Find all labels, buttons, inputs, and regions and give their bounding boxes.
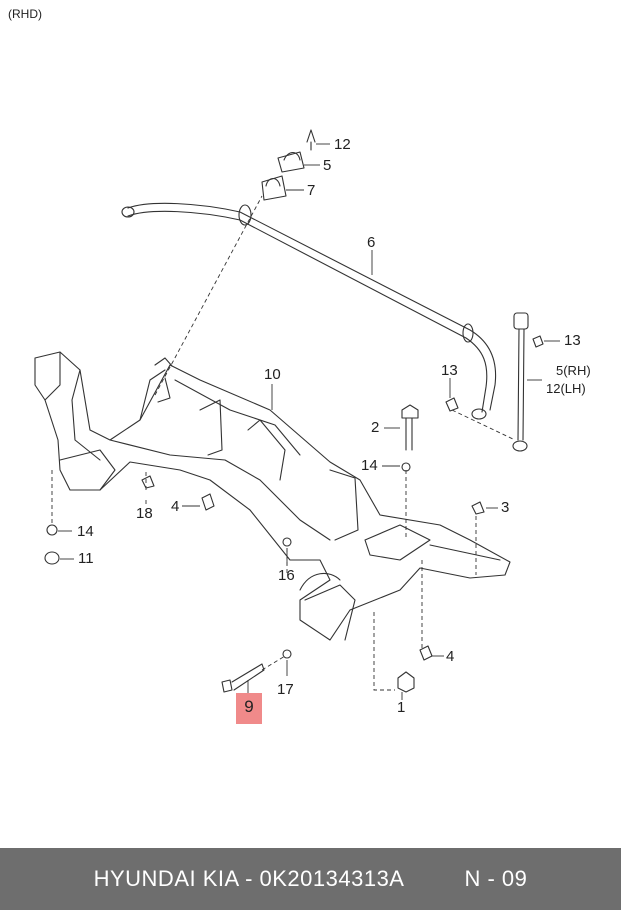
highlighted-part-marker [236, 693, 262, 724]
callout-12-top: 12 [334, 136, 351, 153]
callout-5-rh: 5(RH) [556, 363, 591, 378]
exploded-parts-diagram [34, 129, 560, 700]
callout-3: 3 [501, 499, 510, 516]
callout-2: 2 [371, 419, 380, 436]
stabilizer-link [445, 312, 544, 452]
callout-6: 6 [367, 234, 376, 251]
bushing-bracket [261, 129, 316, 201]
footer-bar: HYUNDAI KIA - 0K20134313A N - 09 [0, 848, 621, 910]
footer-page-code: N - 09 [464, 866, 528, 891]
bolt-9 [221, 663, 265, 693]
stabilizer-bar [121, 202, 497, 420]
callout-4-right: 4 [446, 648, 455, 665]
callout-13-right: 13 [564, 332, 581, 349]
callout-4-left: 4 [171, 498, 180, 515]
callout-16: 16 [278, 567, 295, 584]
callout-11: 11 [78, 550, 94, 567]
callout-1: 1 [397, 699, 406, 716]
footer-part-number: HYUNDAI KIA - 0K20134313A [93, 866, 405, 891]
fasteners [44, 462, 485, 693]
callout-14-mid: 14 [361, 457, 378, 474]
bolt-2 [401, 404, 419, 451]
callout-14-left: 14 [77, 523, 94, 540]
callout-13-mid: 13 [441, 362, 458, 379]
callout-7: 7 [307, 182, 316, 199]
crossmember [34, 351, 511, 641]
callout-12-lh: 12(LH) [546, 381, 586, 396]
drive-side-label: (RHD) [8, 7, 42, 21]
callout-5-top: 5 [323, 157, 332, 174]
callout-9-highlighted: 9 [244, 697, 254, 716]
callout-17: 17 [277, 681, 294, 698]
callout-10: 10 [264, 366, 281, 383]
callout-18: 18 [136, 505, 153, 522]
